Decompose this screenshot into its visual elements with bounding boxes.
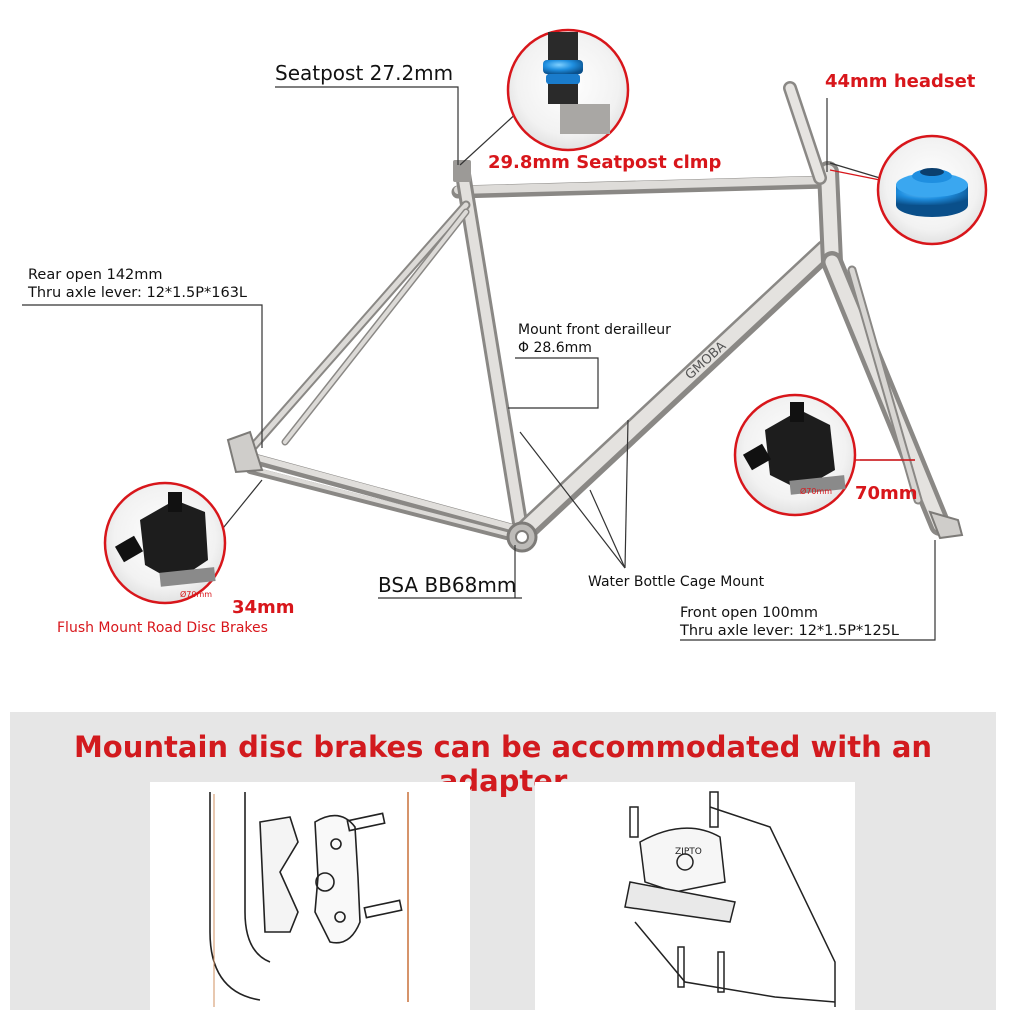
svg-text:Ø70mm: Ø70mm [180,589,212,599]
adapter-panel: Mountain disc brakes can be accommodated… [10,712,996,1010]
rear-brake-caliper-icon: Ø70mm [103,481,227,605]
pointer-lines [22,86,936,641]
bottle-mount-label: Water Bottle Cage Mount [588,574,765,590]
seatpost-clamp-label: 29.8mm Seatpost clmp [488,152,722,173]
seatpost-label: Seatpost 27.2mm [275,61,454,85]
front-brake-size-label: 70mm [855,483,918,504]
rear-open-label: Rear open 142mm [28,267,163,283]
adapter-title: Mountain disc brakes can be accommodated… [73,730,933,798]
front-brake-caliper-icon: Ø70mm [733,393,857,517]
front-derailleur-size-label: Φ 28.6mm [518,340,592,356]
front-open-label: Front open 100mm [680,605,819,621]
seatpost-clamp-icon [506,28,630,152]
front-axle-label: Thru axle lever: 12*1.5P*125L [680,623,899,639]
adapter-drawing-right: ZIPTO [535,782,855,1010]
bb-label: BSA BB68mm [378,573,517,597]
svg-text:Ø70mm: Ø70mm [800,486,832,496]
headset-icon [876,134,988,246]
frame-illustration: GMOBA [22,28,988,641]
adapter-drawing-left [150,782,470,1010]
rear-brake-name-label: Flush Mount Road Disc Brakes [57,620,268,636]
front-derailleur-label: Mount front derailleur [518,322,671,338]
rear-brake-size-label: 34mm [232,597,295,618]
rear-axle-label: Thru axle lever: 12*1.5P*163L [28,285,247,301]
frame-tubes [234,81,951,544]
svg-text:ZIPTO: ZIPTO [675,847,702,857]
headset-label: 44mm headset [825,71,976,92]
